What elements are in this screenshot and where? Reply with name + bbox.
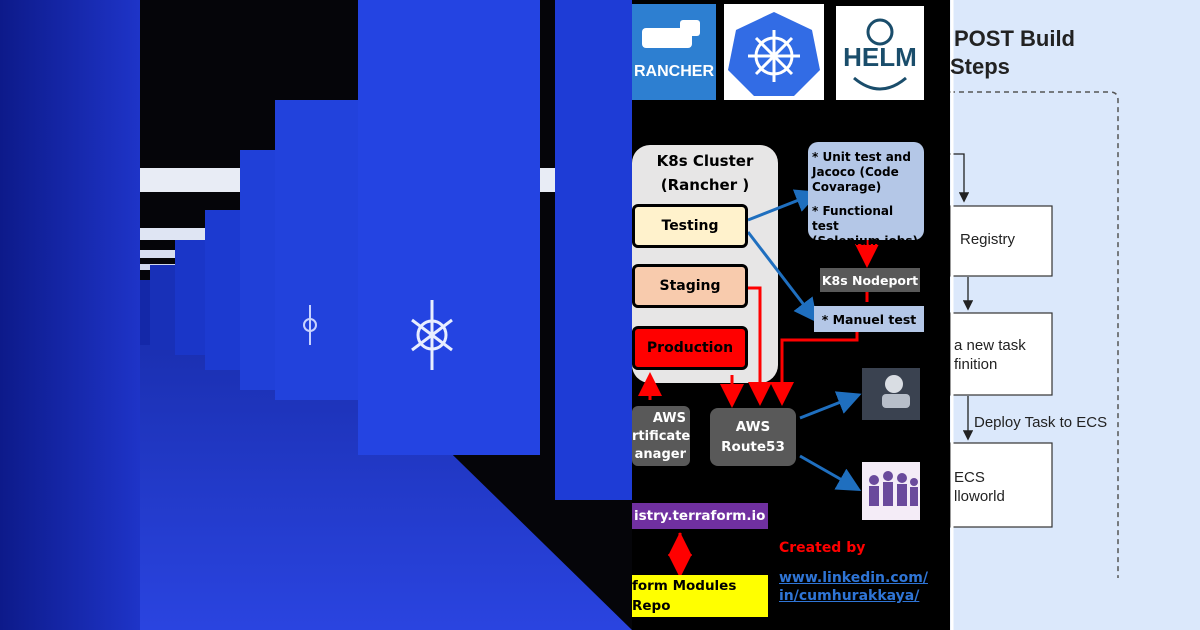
task-def-line2: finition [954,356,998,373]
server-corridor-image [0,0,632,630]
k8s-nodeport-label: K8s Nodeport [821,272,919,288]
aws-route53-box: AWS Route53 [710,408,796,466]
functional-test-line1: * Functional test [812,204,894,233]
rancher-logo-icon [632,4,716,100]
post-build-flow-lines [950,0,1200,630]
cluster-title-line2: (Rancher ) [660,176,750,194]
staging-stage-box: Staging [632,264,748,308]
ecs-step: ECS lloworld [954,468,1005,506]
server-corridor-illustration [0,0,632,630]
acm-line3: anager [634,447,686,462]
manual-test-box: * Manuel test [814,306,924,332]
modules-repo-line1: form Modules Repo [632,578,737,614]
linkedin-link[interactable]: www.linkedin.com/ in/cumhurakkaya/ [779,569,949,609]
linkedin-link-line1[interactable]: www.linkedin.com/ [779,570,928,586]
linkedin-link-line2[interactable]: in/cumhurakkaya/ [779,588,920,604]
post-build-title-line2: Steps [950,54,1010,79]
helm-logo-text: HELM [843,41,917,72]
terraform-modules-repo-box: form Modules Repo (GitHub) [632,575,768,630]
ecs-line2: lloworld [954,488,1005,505]
k8s-nodeport-box: K8s Nodeport [820,268,920,292]
cluster-title-line1: K8s Cluster [656,152,754,170]
helm-logo-box [836,6,924,100]
k8s-diagram-panel: RANCHER HELM K8s Cluster (Rancher ) Test… [632,0,950,630]
unit-test-line3: Covarage) [812,180,882,194]
terraform-registry-label: istry.terraform.io [634,508,766,524]
functional-test-line2: (Selenium jobs) [812,234,918,248]
unit-test-line1: * Unit test and [812,150,911,164]
modules-repo-line2: (GitHub) [650,618,716,630]
unit-test-line2: Jacoco (Code [812,165,899,179]
kubernetes-wheel-glow-icon [411,300,453,370]
created-by-label: Created by [779,540,866,556]
test-jobs-box: * Unit test and Jacoco (Code Covarage) *… [808,142,924,248]
rancher-logo-text: RANCHER [634,63,714,80]
staging-stage-label: Staging [659,278,721,294]
testing-stage-label: Testing [661,218,719,234]
aws-certificate-manager-box: AWS rtificate anager [632,406,690,466]
production-stage-box: Production [632,326,748,370]
task-definition-step: a new task finition [954,336,1026,374]
acm-line2: rtificate [632,429,691,444]
post-build-title-line1: POST Build [954,26,1075,51]
route53-line1: AWS [735,419,771,435]
production-stage-label: Production [646,340,734,356]
terraform-registry-box: istry.terraform.io [632,503,768,529]
helm-logo-icon [853,18,907,91]
deploy-task-label: Deploy Task to ECS [974,414,1108,431]
task-def-line1: a new task [954,337,1026,354]
rancher-bull-icon [642,20,700,48]
registry-step-label: Registry [960,231,1016,248]
post-build-steps-panel: POST Build Steps Registry a new task fin… [950,0,1200,630]
manual-test-label: * Manuel test [821,311,917,327]
acm-line1: AWS [652,411,686,426]
ecs-line1: ECS [954,469,985,486]
testing-stage-box: Testing [632,204,748,248]
route53-line2: Route53 [721,439,785,455]
